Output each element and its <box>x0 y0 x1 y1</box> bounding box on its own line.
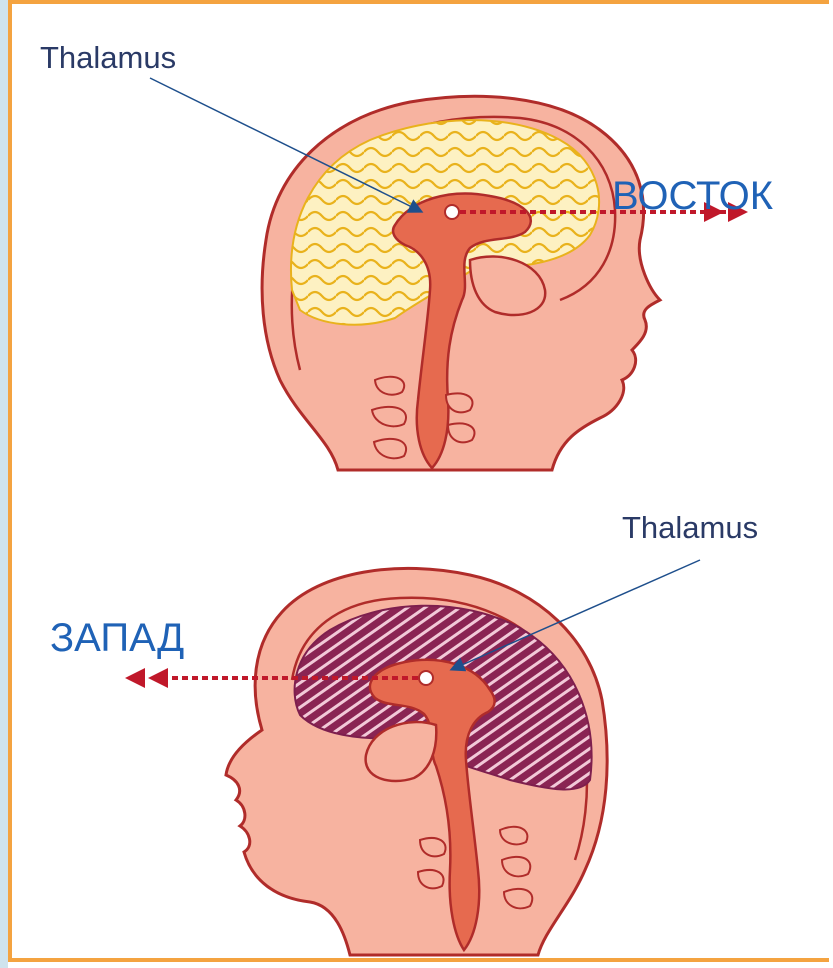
head-facing-west <box>125 560 700 955</box>
direction-label-west: ЗАПАД <box>50 618 184 658</box>
thalamus-label-top: Thalamus <box>40 42 176 73</box>
pineal-dot-east <box>445 205 459 219</box>
arrowhead-west-2 <box>148 668 168 688</box>
head-facing-east <box>150 78 748 470</box>
direction-label-east: ВОСТОК <box>612 176 773 216</box>
thalamus-label-bottom: Thalamus <box>622 512 758 543</box>
pineal-dot-west <box>419 671 433 685</box>
arrowhead-west-1 <box>125 668 145 688</box>
